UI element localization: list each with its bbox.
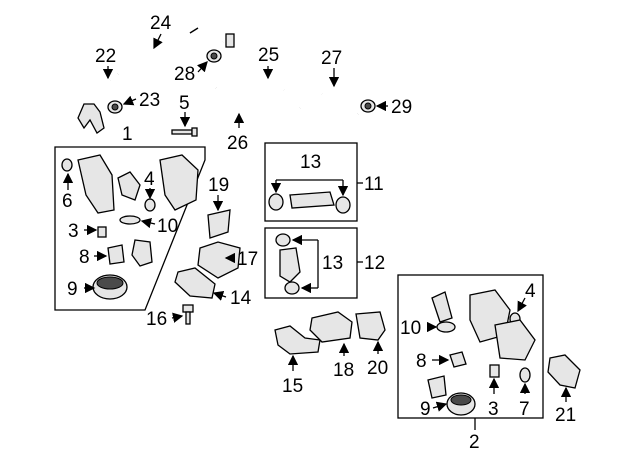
callout-18: 18 — [333, 360, 354, 381]
callout-10b: 10 — [400, 318, 421, 339]
hose-27 — [321, 90, 361, 129]
callout-6: 6 — [62, 191, 73, 212]
hose-26 — [214, 85, 302, 121]
group-11-box — [264, 142, 358, 222]
callout-19: 19 — [208, 175, 229, 196]
callout-1: 1 — [122, 124, 133, 145]
callout-8b: 8 — [416, 351, 427, 372]
part-14 — [174, 267, 216, 299]
leader-lines — [62, 33, 572, 430]
callout-24: 24 — [150, 13, 172, 34]
callout-2: 2 — [469, 432, 480, 453]
callout-7: 7 — [519, 399, 530, 420]
group-2-parts — [427, 289, 536, 416]
callout-16: 16 — [146, 309, 167, 330]
callout-26: 26 — [227, 133, 248, 154]
callout-9a: 9 — [67, 279, 78, 300]
part-15 — [274, 325, 321, 355]
callout-12: 12 — [364, 253, 385, 274]
cap-6 — [61, 158, 73, 172]
bolt-5 — [171, 127, 198, 137]
callout-22: 22 — [95, 46, 116, 67]
housing-left — [77, 154, 115, 214]
grommet-28 — [206, 49, 222, 63]
clamp-29 — [360, 99, 376, 113]
callout-4a: 4 — [144, 169, 155, 190]
part-20 — [355, 311, 386, 341]
part-17 — [197, 241, 241, 279]
hose-25 — [222, 33, 285, 94]
callout-13b: 13 — [322, 253, 343, 274]
clamp-23 — [107, 100, 123, 114]
callout-3a: 3 — [68, 221, 79, 242]
callout-11: 11 — [364, 174, 384, 195]
group-1-parts — [61, 154, 199, 300]
callout-15: 15 — [282, 376, 303, 397]
part-21 — [547, 354, 581, 389]
callout-20: 20 — [367, 358, 388, 379]
group-11-parts — [268, 191, 351, 214]
callout-5: 5 — [179, 93, 190, 114]
callout-13a: 13 — [300, 152, 321, 173]
callout-29: 29 — [391, 97, 412, 118]
callout-3b: 3 — [488, 399, 499, 420]
callout-23: 23 — [139, 90, 160, 111]
callout-21: 21 — [555, 405, 576, 426]
callout-labels: 24 22 23 28 25 26 27 29 5 1 6 4 10 3 8 9… — [62, 13, 576, 453]
callout-14: 14 — [230, 288, 252, 309]
group-2-box — [397, 274, 544, 419]
part-18 — [309, 311, 353, 343]
hose-22 — [77, 75, 112, 134]
group-12-parts — [275, 233, 301, 295]
bolt-16 — [182, 304, 194, 325]
callout-9b: 9 — [420, 399, 431, 420]
callout-17: 17 — [237, 249, 258, 270]
callout-8a: 8 — [79, 247, 90, 268]
callout-28: 28 — [174, 64, 195, 85]
part-19 — [207, 209, 231, 239]
callout-27: 27 — [321, 48, 342, 69]
group-1-outline — [54, 146, 206, 311]
callout-4b: 4 — [525, 281, 536, 302]
hose-24 — [116, 27, 199, 77]
callout-10a: 10 — [157, 216, 178, 237]
group-12-box — [264, 227, 358, 299]
callout-25: 25 — [258, 45, 279, 66]
